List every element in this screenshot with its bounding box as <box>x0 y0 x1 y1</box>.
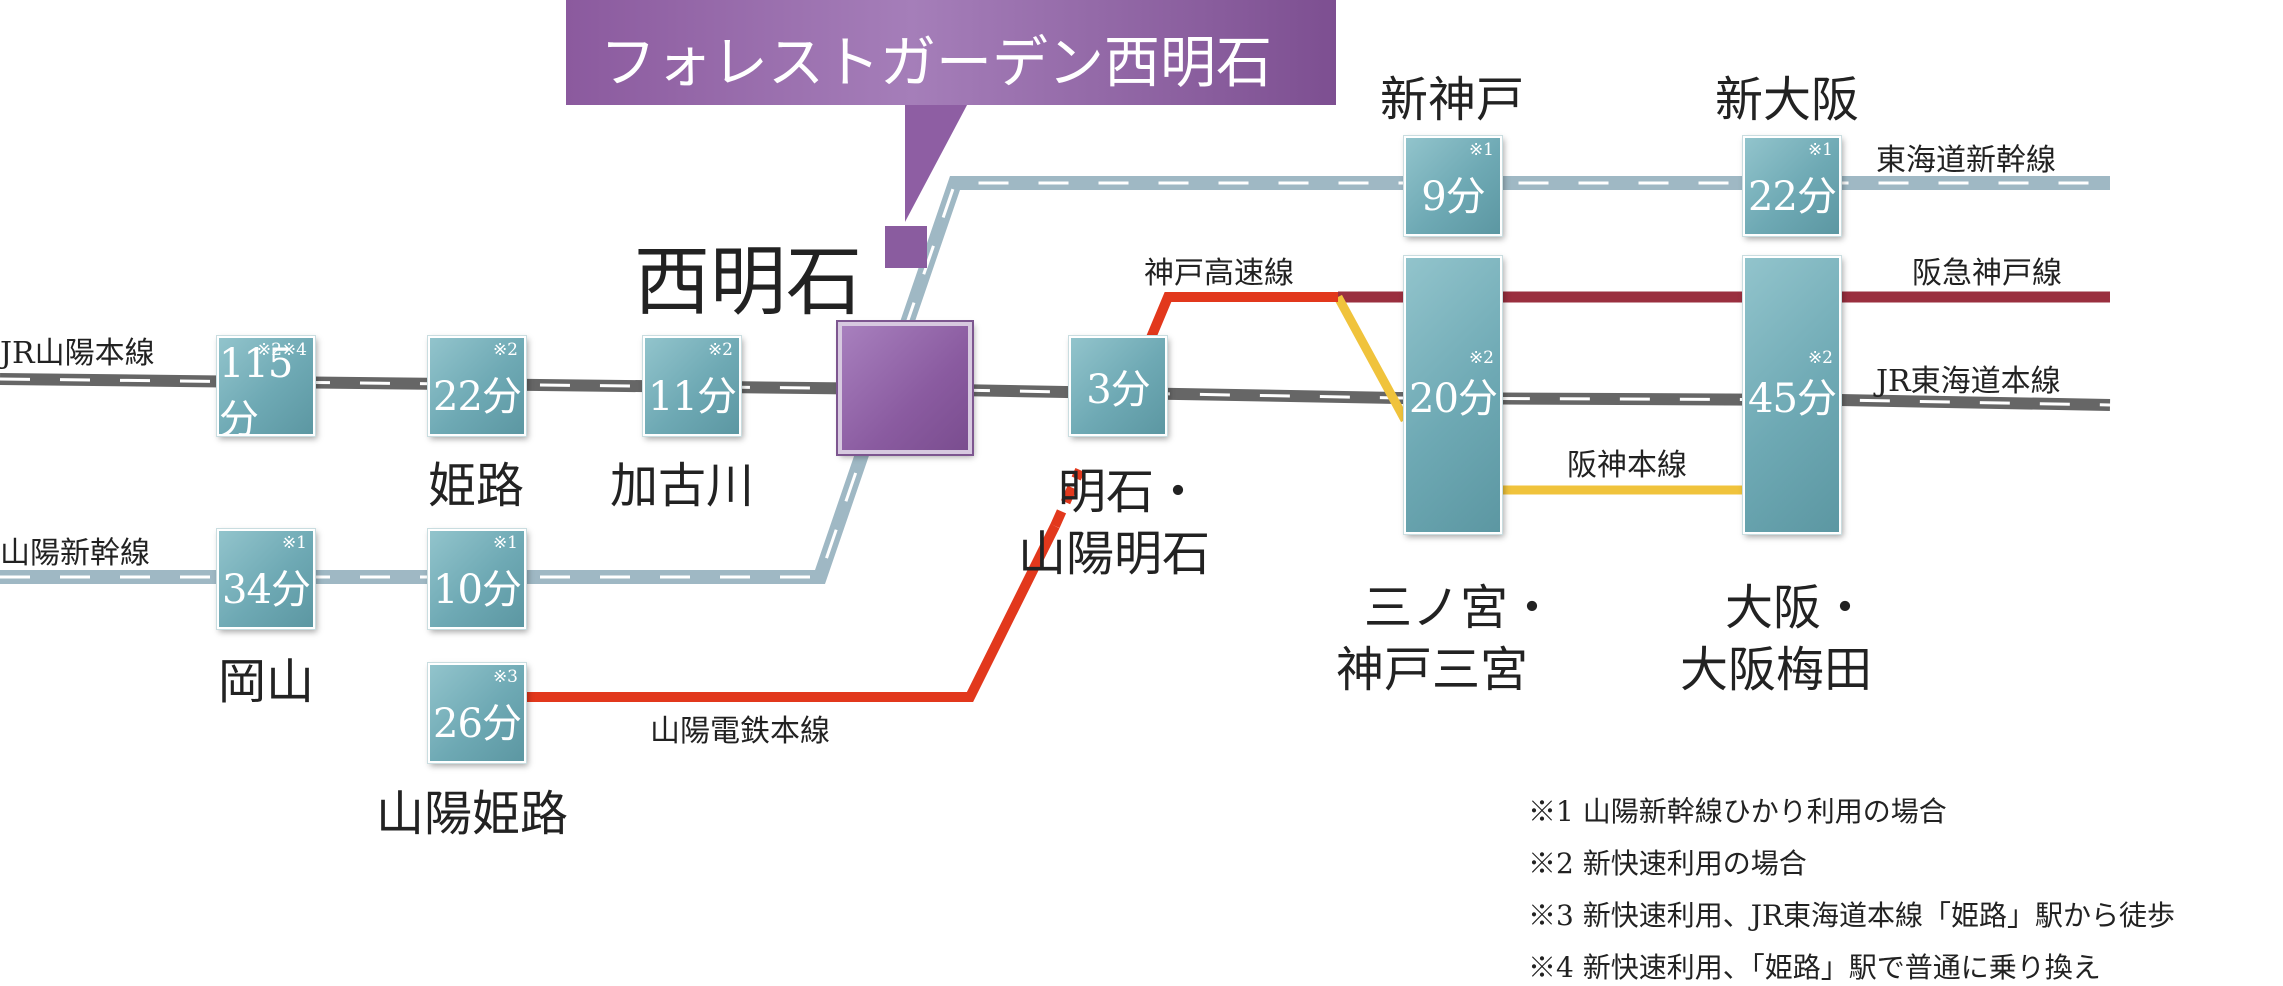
footnote-1: ※1 山陽新幹線ひかり利用の場合 <box>1528 795 1947 828</box>
line-label-hanshin-main: 阪神本線 <box>1567 448 1687 483</box>
time-box-himeji: ※2 22分 <box>427 335 527 437</box>
station-akashi-1: 明石・ <box>1058 464 1203 520</box>
travel-time: 10分 <box>433 567 522 613</box>
time-box-himeji-shinkansen: ※1 10分 <box>427 528 527 630</box>
line-label-sanyo-dentetsu: 山陽電鉄本線 <box>650 714 830 749</box>
travel-time: 3分 <box>1086 367 1150 413</box>
time-box-akashi: 3分 <box>1068 335 1168 437</box>
time-box-kakogawa: ※2 11分 <box>642 335 742 437</box>
note-marker: ※2※4 <box>256 340 307 360</box>
kobe-kosoku-line <box>1145 292 1338 342</box>
time-box-sannomiya: ※2 20分 <box>1403 255 1503 535</box>
station-akashi-2: 山陽明石 <box>1018 526 1211 582</box>
note-marker: ※1 <box>281 533 307 553</box>
footnote-4: ※4 新快速利用、「姫路」駅で普通に乗り換え <box>1528 951 2101 984</box>
travel-time: 45分 <box>1748 376 1837 422</box>
time-box-osaka: ※2 45分 <box>1742 255 1842 535</box>
travel-time: 9分 <box>1421 174 1485 220</box>
note-marker: ※2 <box>1468 348 1494 368</box>
station-himeji: 姫路 <box>428 458 525 514</box>
travel-time: 22分 <box>433 374 522 420</box>
line-label-hankyu-kobe: 阪急神戸線 <box>1912 256 2062 291</box>
time-box-shinkobe: ※1 9分 <box>1403 135 1503 237</box>
footnote-2: ※2 新快速利用の場合 <box>1528 847 1807 880</box>
travel-time: 115分 <box>219 341 293 443</box>
travel-time: 26分 <box>433 701 522 747</box>
station-kakogawa: 加古川 <box>610 458 755 514</box>
station-okayama: 岡山 <box>218 654 315 710</box>
time-box-okayama-shinkansen: ※1 34分 <box>216 528 316 630</box>
line-label-tokaido-shinkansen: 東海道新幹線 <box>1876 143 2056 178</box>
station-osaka-2: 大阪梅田 <box>1680 642 1873 698</box>
note-marker: ※1 <box>1807 140 1833 160</box>
time-box-okayama-conventional: ※2※4 115分 <box>216 335 316 443</box>
location-marker <box>885 226 927 268</box>
time-box-sanyo-himeji: ※3 26分 <box>427 662 527 764</box>
line-label-jr-tokaido: JR東海道本線 <box>1876 364 2061 399</box>
time-box-shinosaka: ※1 22分 <box>1742 135 1842 237</box>
note-marker: ※2 <box>1807 348 1833 368</box>
travel-time: 20分 <box>1409 376 1498 422</box>
hub-station-name: 西明石 <box>634 237 862 326</box>
note-marker: ※2 <box>492 340 518 360</box>
property-name: フォレストガーデン西明石 <box>600 31 1272 96</box>
travel-time: 22分 <box>1748 174 1837 220</box>
hub-station-box <box>836 320 974 456</box>
note-marker: ※1 <box>1468 140 1494 160</box>
note-marker: ※2 <box>707 340 733 360</box>
station-sanyo-himeji: 山陽姫路 <box>376 786 569 842</box>
line-label-kobe-kosoku: 神戸高速線 <box>1144 256 1294 291</box>
station-osaka-1: 大阪・ <box>1725 580 1870 636</box>
jr-conventional-line <box>0 373 2111 411</box>
travel-time: 34分 <box>222 567 311 613</box>
travel-time: 11分 <box>648 374 737 420</box>
sanyo-dentetsu-dashed <box>1050 467 1085 529</box>
note-marker: ※1 <box>492 533 518 553</box>
line-label-sanyo-shinkansen: 山陽新幹線 <box>0 536 150 571</box>
footnote-3: ※3 新快速利用、JR東海道本線「姫路」駅から徒歩 <box>1528 899 2176 932</box>
hanshin-main-line <box>1334 294 1409 423</box>
station-shinosaka: 新大阪 <box>1715 72 1860 128</box>
station-shinkobe: 新神戸 <box>1380 72 1525 128</box>
station-sannomiya-2: 神戸三宮 <box>1336 642 1529 698</box>
sanyo-dentetsu-line <box>500 523 1060 702</box>
property-banner: フォレストガーデン西明石 <box>566 0 1336 105</box>
note-marker: ※3 <box>492 667 518 687</box>
line-label-jr-sanyo: JR山陽本線 <box>0 336 155 371</box>
station-sannomiya-1: 三ノ宮・ <box>1364 580 1557 636</box>
banner-pointer <box>905 90 975 222</box>
